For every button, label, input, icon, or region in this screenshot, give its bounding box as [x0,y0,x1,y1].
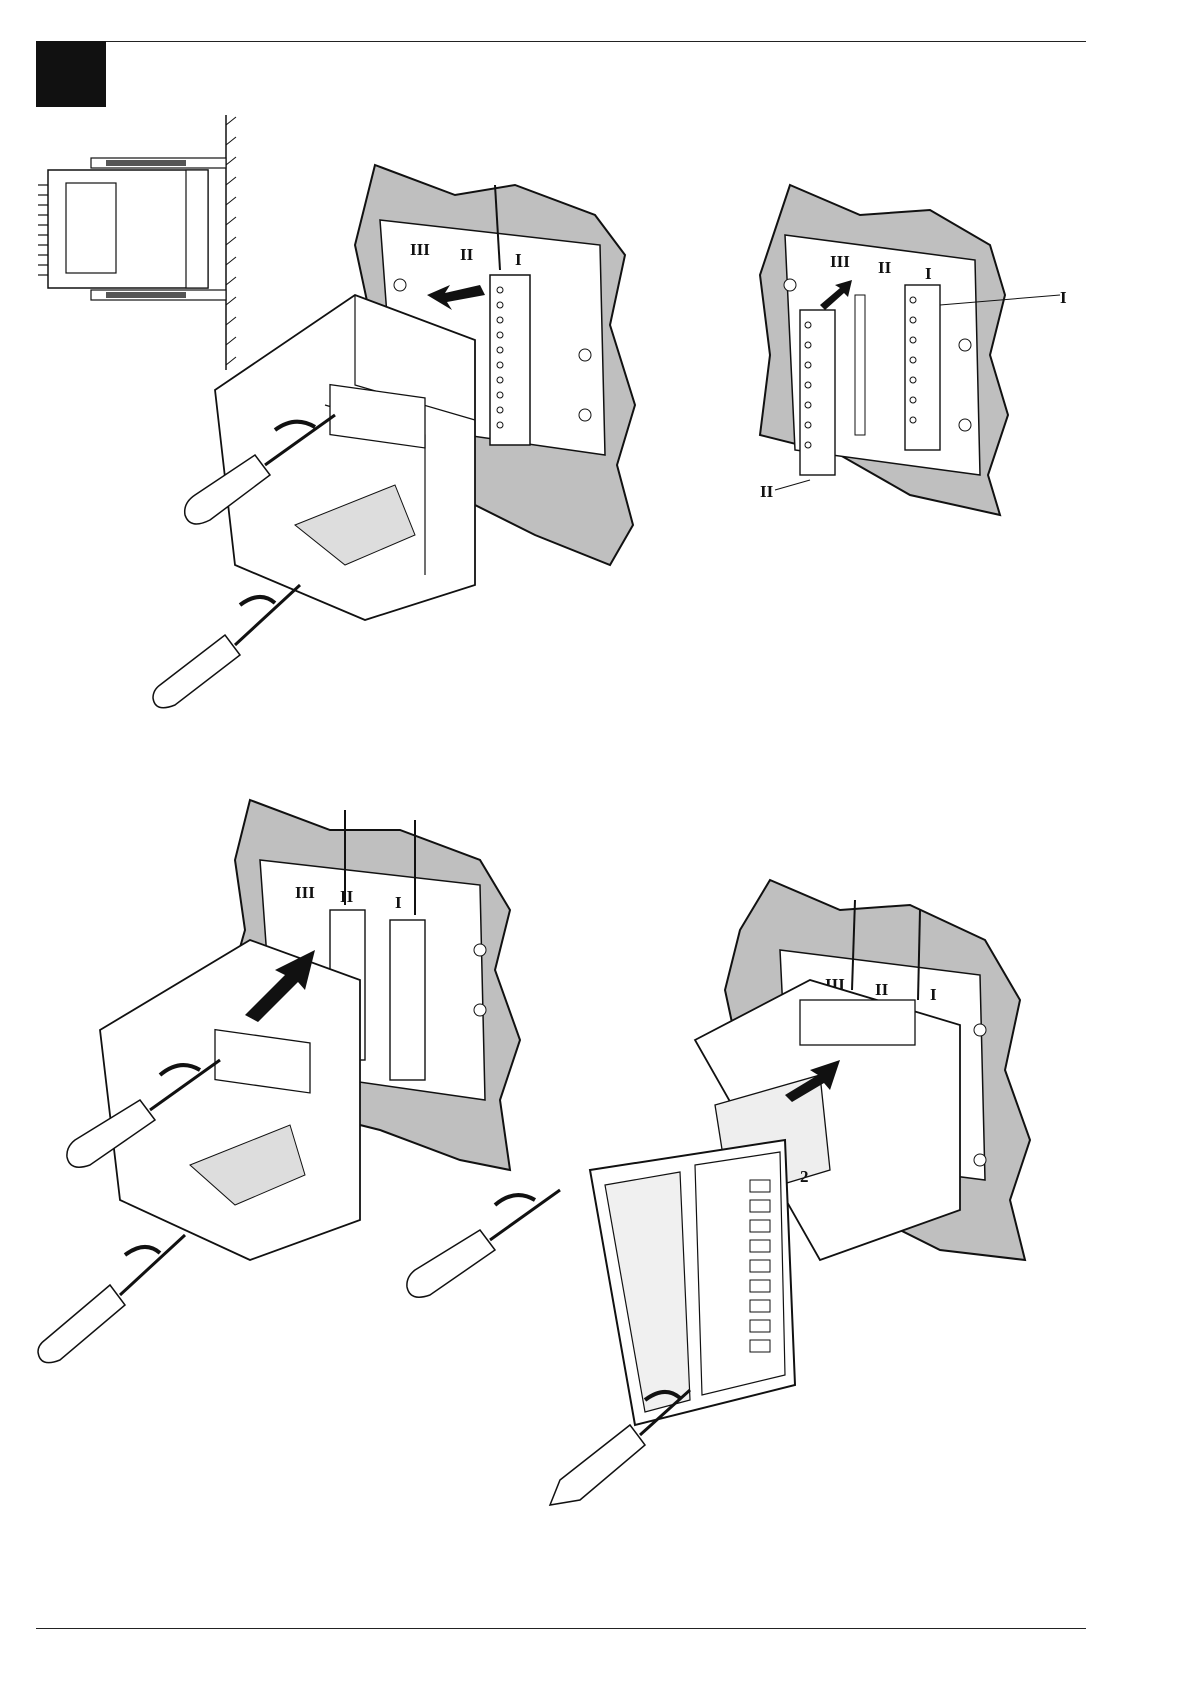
screwdriver-icon [38,1235,185,1363]
front-panel-assembly-illustration: III II I 2 [440,880,1040,1580]
slot-label-II: II [340,887,354,906]
rotate-arrow-icon [240,597,275,605]
callout-II: II [760,482,774,501]
rotate-arrow-icon [495,1195,535,1205]
figure-top-left: III II I [155,165,675,765]
slot-label-I: I [395,893,402,912]
slot-label-III: III [830,252,850,271]
rotate-arrow-icon [125,1247,160,1255]
slot-label-I: I [925,264,932,283]
housing-installation-illustration: III II I [155,165,675,765]
terminal-mounting-illustration: III II I I II [760,185,1100,525]
callout-I: I [1060,288,1067,307]
footer-rule [36,1628,1086,1629]
slot-label-I: I [515,250,522,269]
screwdriver-icon [153,585,300,708]
slot-label-I: I [930,985,937,1004]
slot-label-II: II [460,245,474,264]
screwdriver-icon [550,1390,690,1505]
module-label: 2 [800,1167,809,1186]
slot-label-III: III [410,240,430,259]
slot-label-II: II [878,258,892,277]
section-tab [36,41,106,107]
figure-top-right: III II I I II [760,185,1100,525]
slot-label-II: II [875,980,889,999]
slot-label-III: III [295,883,315,902]
figure-bottom-right: III II I 2 [440,880,1040,1580]
header-rule [36,41,1086,42]
